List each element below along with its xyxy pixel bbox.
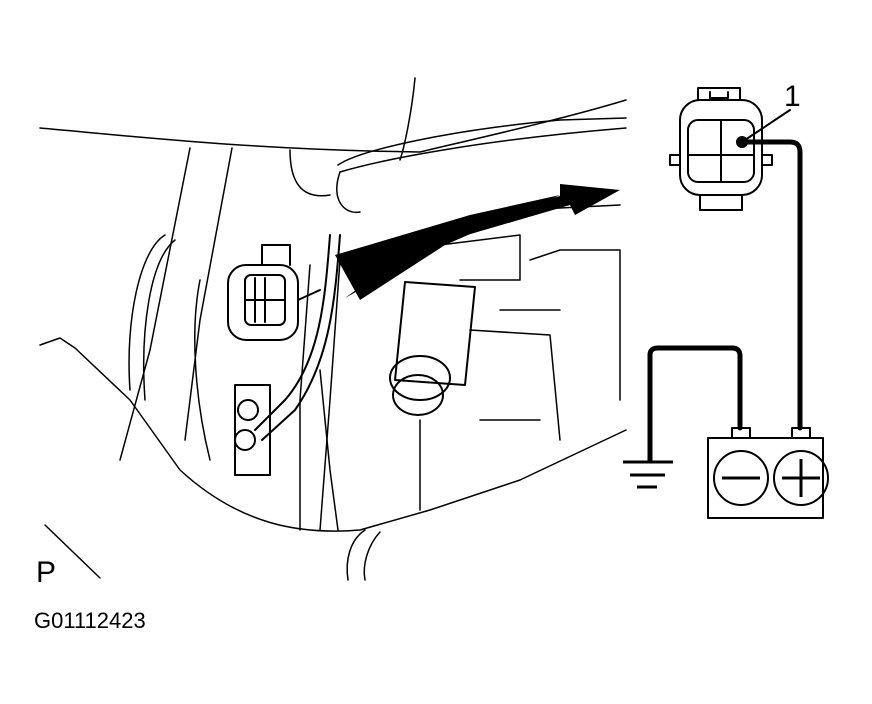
wire-harness — [254, 234, 331, 431]
negative-terminal-icon — [713, 450, 769, 506]
sensor-body — [389, 281, 476, 416]
ground-lead — [647, 345, 743, 463]
callout-leader — [744, 109, 791, 141]
connector-detail — [669, 87, 791, 211]
positive-lead — [742, 139, 803, 431]
positive-terminal-icon — [773, 450, 829, 506]
battery — [707, 427, 829, 519]
figure-id: G01112423 — [34, 608, 146, 633]
engine-body — [39, 77, 627, 581]
sensor-connector — [227, 244, 321, 341]
ground-symbol — [623, 460, 673, 489]
view-label: P — [36, 556, 57, 589]
direction-arrow — [345, 184, 620, 298]
callout-number: 1 — [784, 80, 801, 113]
